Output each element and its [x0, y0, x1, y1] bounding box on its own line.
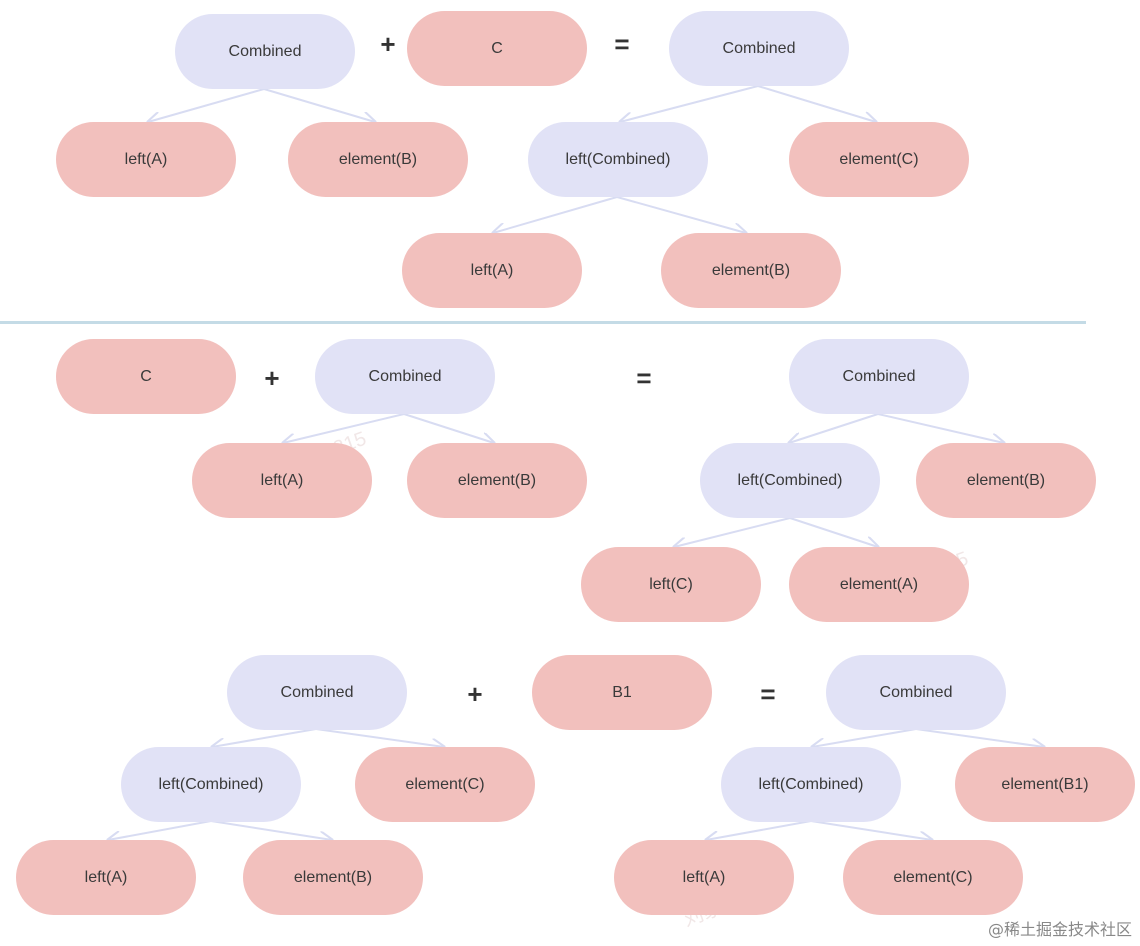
- equals-operator: =: [636, 363, 652, 393]
- edge: [810, 820, 932, 840]
- edge: [757, 85, 876, 122]
- node-element-a: element(A): [789, 547, 969, 622]
- node-combined: Combined: [227, 655, 407, 730]
- equals-operator: =: [760, 679, 776, 709]
- node-combined: Combined: [789, 339, 969, 414]
- node-element-c: element(C): [789, 122, 969, 197]
- edge: [403, 413, 494, 443]
- edge: [877, 413, 1004, 443]
- node-element-b: element(B): [288, 122, 468, 197]
- node-left-a: left(A): [192, 443, 372, 518]
- node-element-b: element(B): [407, 443, 587, 518]
- node-element-b: element(B): [661, 233, 841, 308]
- edge: [706, 820, 812, 840]
- edge: [210, 820, 332, 840]
- plus-operator: +: [380, 29, 396, 59]
- edge: [493, 196, 618, 233]
- edge: [148, 88, 265, 122]
- edge: [915, 728, 1044, 747]
- node-left-a: left(A): [56, 122, 236, 197]
- node-left-a: left(A): [16, 840, 196, 915]
- node-left-combined: left(Combined): [121, 747, 301, 822]
- node-element-b: element(B): [916, 443, 1096, 518]
- edge: [789, 413, 879, 443]
- node-left-combined: left(Combined): [700, 443, 880, 518]
- plus-operator: +: [264, 363, 280, 393]
- plus-operator: +: [467, 679, 483, 709]
- edge: [315, 728, 444, 747]
- node-left-a: left(A): [402, 233, 582, 308]
- edge: [616, 196, 746, 233]
- edge: [789, 517, 878, 547]
- node-combined: Combined: [175, 14, 355, 89]
- node-c: C: [56, 339, 236, 414]
- edge: [674, 517, 791, 547]
- edge: [620, 85, 759, 122]
- section-divider: [0, 321, 1086, 324]
- edge: [812, 728, 917, 747]
- node-element-c: element(C): [355, 747, 535, 822]
- edge: [283, 413, 405, 443]
- node-element-c: element(C): [843, 840, 1023, 915]
- node-b1: B1: [532, 655, 712, 730]
- edge: [108, 820, 212, 840]
- equals-operator: =: [614, 29, 630, 59]
- node-left-combined: left(Combined): [528, 122, 708, 197]
- node-element-b1: element(B1): [955, 747, 1135, 822]
- edge: [212, 728, 317, 747]
- node-left-a: left(A): [614, 840, 794, 915]
- node-combined: Combined: [669, 11, 849, 86]
- node-c: C: [407, 11, 587, 86]
- edge: [263, 88, 375, 122]
- node-combined: Combined: [826, 655, 1006, 730]
- node-combined: Combined: [315, 339, 495, 414]
- node-element-b: element(B): [243, 840, 423, 915]
- node-left-c: left(C): [581, 547, 761, 622]
- node-left-combined: left(Combined): [721, 747, 901, 822]
- footer-credit: @稀土掘金技术社区: [987, 920, 1132, 939]
